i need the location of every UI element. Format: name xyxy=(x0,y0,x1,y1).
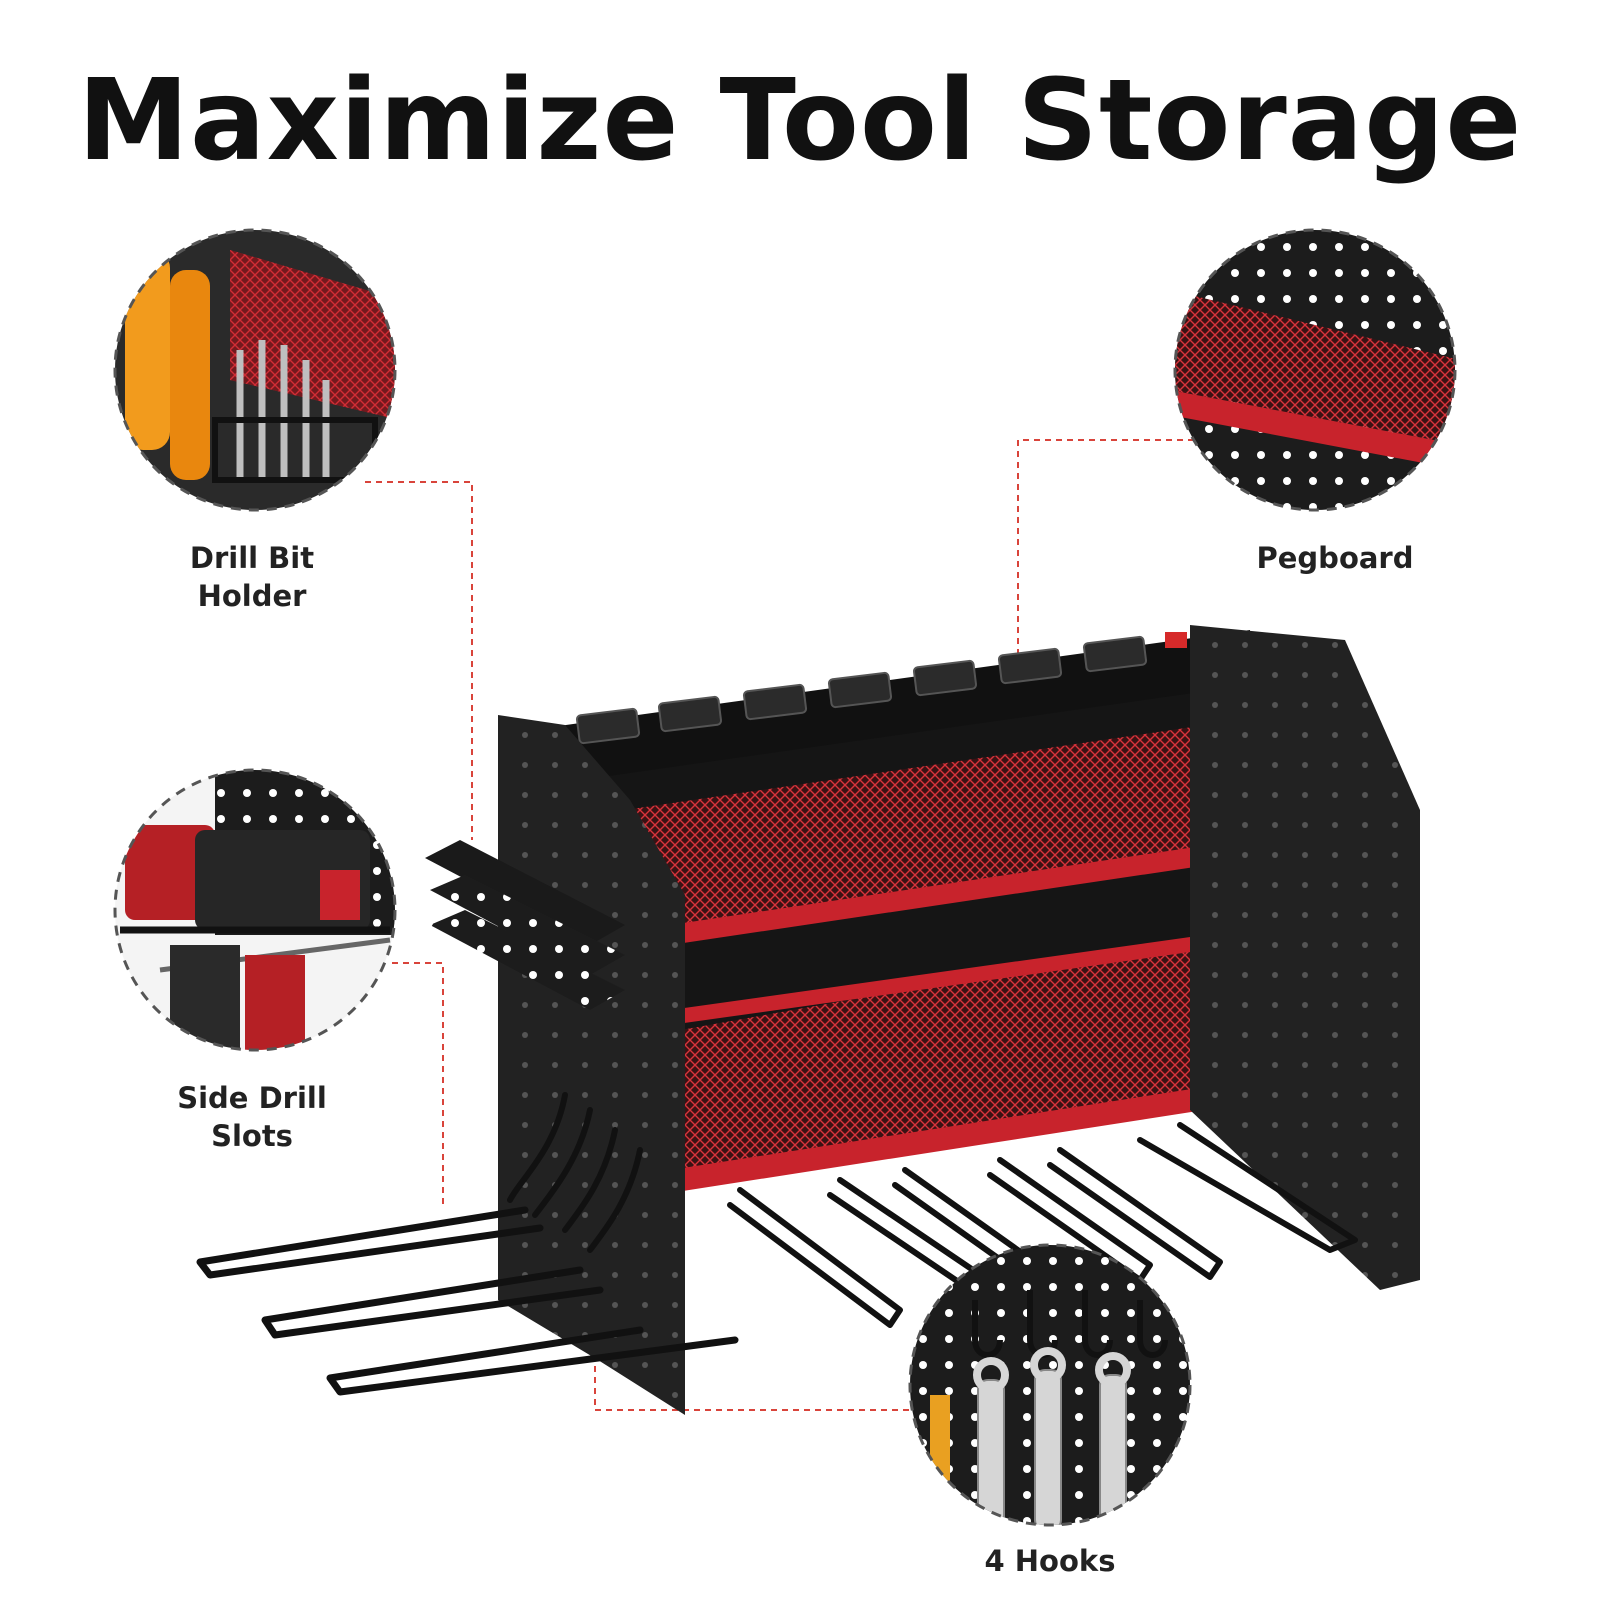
right-side-panel xyxy=(1190,625,1420,1290)
side-drill-slots xyxy=(196,1206,739,1396)
drill-bit-holder-label-line2: Holder xyxy=(197,578,307,613)
side-drill-slots-label-line2: Slots xyxy=(211,1118,293,1153)
drill-bit-holder-inset xyxy=(113,228,397,512)
pegboard-inset xyxy=(1173,228,1457,512)
drill-bit-holder-label: Drill Bit Holder xyxy=(122,540,382,615)
pegboard-callout-line xyxy=(1017,439,1205,720)
hooks-label-line1: 4 Hooks xyxy=(984,1544,1116,1578)
side-drill-slots-label-line1: Side Drill xyxy=(177,1081,327,1115)
front-drill-slots xyxy=(727,1122,1358,1328)
drill-bit-holder-plate-1 xyxy=(430,875,625,975)
page-title: Maximize Tool Storage xyxy=(77,56,1523,186)
side-drill-slots-label: Side Drill Slots xyxy=(122,1080,382,1155)
tool-rack xyxy=(196,625,1420,1415)
hooks-label: 4 Hooks xyxy=(920,1543,1180,1581)
drill-bit-holder-label-line1: Drill Bit xyxy=(189,541,315,575)
power-strip xyxy=(530,630,1250,785)
pegboard-label: Pegboard xyxy=(1205,540,1465,578)
side-drill-callout-line xyxy=(392,962,444,1205)
bottom-shelf-back-rail xyxy=(670,930,1240,1025)
power-switch-icon xyxy=(1165,632,1187,648)
hooks-inset xyxy=(908,1243,1192,1527)
pegboard-label-line1: Pegboard xyxy=(1256,541,1414,575)
drill-bit-holder-plate-2 xyxy=(430,910,625,1010)
outlets xyxy=(575,635,1148,745)
drill-bit-holder-top xyxy=(425,840,625,945)
drill-bit-callout-line xyxy=(365,481,473,840)
side-drill-slots-inset xyxy=(113,768,397,1052)
pegboard-hooks xyxy=(507,1092,643,1253)
